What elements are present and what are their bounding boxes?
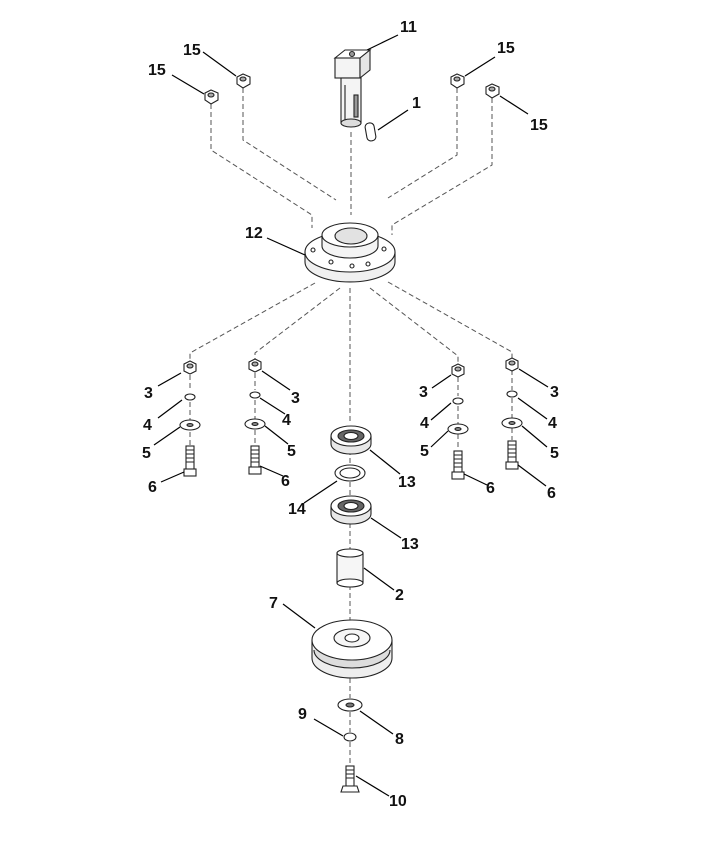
- callout-10: 10: [389, 793, 407, 810]
- callout-13: 13: [401, 536, 419, 553]
- callout-3: 3: [550, 384, 559, 401]
- callout-6: 6: [547, 485, 556, 502]
- hardware-stack-right-outer: [501, 357, 523, 470]
- callout-5: 5: [420, 443, 429, 460]
- callout-4: 4: [420, 415, 429, 432]
- pulley-washer: [337, 698, 363, 712]
- hardware-stack-right-inner: [447, 363, 469, 480]
- callout-4: 4: [548, 415, 557, 432]
- hardware-stack-left-outer: [179, 360, 201, 477]
- callout-2: 2: [395, 587, 404, 604]
- callout-15: 15: [183, 42, 201, 59]
- callout-11: 11: [400, 19, 417, 36]
- leader-lines: [153, 34, 549, 797]
- ball-bearing-lower: [330, 495, 372, 525]
- ball-bearing-upper: [330, 425, 372, 455]
- callout-15: 15: [148, 62, 166, 79]
- lock-nut-15: [450, 73, 465, 89]
- callout-7: 7: [269, 595, 278, 612]
- callout-6: 6: [486, 480, 495, 497]
- bearing-housing-flange: [304, 222, 396, 283]
- callout-4: 4: [282, 412, 291, 429]
- callout-6: 6: [148, 479, 157, 496]
- callout-12: 12: [245, 225, 263, 242]
- callout-3: 3: [291, 390, 300, 407]
- callout-15: 15: [497, 40, 515, 57]
- spacer-ring: [334, 464, 366, 482]
- callout-15: 15: [530, 117, 548, 134]
- spacer-sleeve: [336, 548, 364, 588]
- callout-labels: 11 1 15 15 15 15 12 3 4 5 6 3 4 5 6 3 4 …: [142, 19, 559, 810]
- hex-bolt: [340, 765, 360, 793]
- callout-8: 8: [395, 731, 404, 748]
- hardware-stack-left-inner: [244, 358, 266, 475]
- callout-14: 14: [288, 501, 306, 518]
- callout-3: 3: [144, 385, 153, 402]
- lock-nut-15: [204, 89, 219, 105]
- callout-1: 1: [412, 95, 421, 112]
- callout-6: 6: [281, 473, 290, 490]
- lock-nut-15: [485, 83, 500, 99]
- callout-3: 3: [419, 384, 428, 401]
- pulley: [311, 619, 393, 679]
- shaft: [333, 48, 372, 128]
- callout-4: 4: [143, 417, 152, 434]
- callout-5: 5: [142, 445, 151, 462]
- woodruff-key: [364, 122, 377, 142]
- callout-5: 5: [287, 443, 296, 460]
- lock-washer: [343, 732, 357, 742]
- callout-9: 9: [298, 706, 307, 723]
- lock-nut-15: [236, 73, 251, 89]
- callout-13: 13: [398, 474, 416, 491]
- assembly-guide-lines: [189, 88, 513, 765]
- callout-5: 5: [550, 445, 559, 462]
